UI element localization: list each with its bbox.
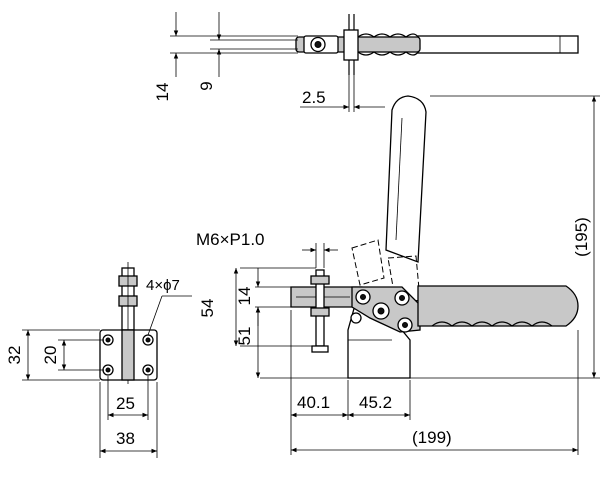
handle-grip bbox=[417, 285, 579, 327]
front-view bbox=[22, 262, 192, 458]
top-view bbox=[170, 12, 579, 112]
dim-51: 51 bbox=[235, 327, 254, 346]
dim-199: (199) bbox=[412, 428, 452, 447]
dim-195: (195) bbox=[572, 217, 591, 257]
dim-top-9: 9 bbox=[197, 81, 216, 90]
dim-54: 54 bbox=[198, 299, 217, 318]
dim-top-2-5: 2.5 bbox=[302, 88, 326, 107]
dim-side-14: 14 bbox=[235, 287, 254, 306]
side-view bbox=[233, 95, 600, 455]
dim-40-1: 40.1 bbox=[297, 393, 330, 412]
dim-25: 25 bbox=[116, 394, 135, 413]
dim-thread: M6×P1.0 bbox=[196, 230, 265, 249]
dim-20: 20 bbox=[41, 346, 60, 365]
dim-38: 38 bbox=[116, 429, 135, 448]
dim-45-2: 45.2 bbox=[359, 393, 392, 412]
dim-top-14: 14 bbox=[153, 83, 172, 102]
raised-handle bbox=[385, 95, 427, 263]
dim-holes: 4×ϕ7 bbox=[146, 277, 180, 294]
top-handle-grip bbox=[417, 35, 579, 54]
dim-32: 32 bbox=[5, 346, 24, 365]
